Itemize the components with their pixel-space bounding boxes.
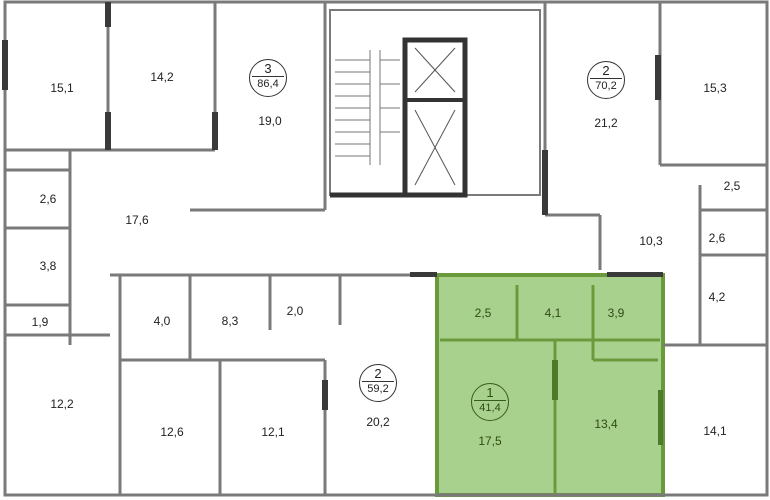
room-area: 12,1 [261,425,285,439]
room-area: 2,5 [723,179,741,193]
room-area: 3,8 [39,259,57,273]
room-area: 21,2 [594,116,618,130]
room-area: 2,5 [474,306,492,320]
room-area: 19,0 [258,114,282,128]
room-area: 15,1 [50,81,74,95]
room-area: 4,1 [544,306,562,320]
room-area: 4,0 [153,314,171,328]
total-area: 70,2 [595,80,617,92]
stair-core [329,9,541,198]
total-area: 41,4 [479,402,501,414]
room-area: 13,4 [594,417,618,431]
room-area: 1,9 [31,315,49,329]
total-area: 86,4 [257,78,279,90]
room-area: 14,2 [150,70,174,84]
room-area: 17,6 [125,213,149,227]
room-area: 15,3 [703,81,727,95]
room-area: 2,6 [39,192,57,206]
room-area: 2,0 [286,304,304,318]
room-area: 3,9 [607,306,625,320]
room-area: 20,2 [366,415,390,429]
room-area: 14,1 [703,424,727,438]
rooms-count: 2 [590,62,622,79]
room-area: 12,6 [160,425,184,439]
total-area: 59,2 [367,383,389,395]
room-area: 8,3 [221,314,239,328]
rooms-count: 2 [362,365,394,382]
room-area: 2,6 [708,231,726,245]
walls [3,0,769,497]
rooms-count: 1 [474,384,506,401]
rooms-count: 3 [252,60,284,77]
room-area: 10,3 [639,234,663,248]
dark-wall-segments [2,2,663,410]
room-area: 12,2 [50,397,74,411]
room-area: 17,5 [478,434,502,448]
room-area: 4,2 [708,290,726,304]
